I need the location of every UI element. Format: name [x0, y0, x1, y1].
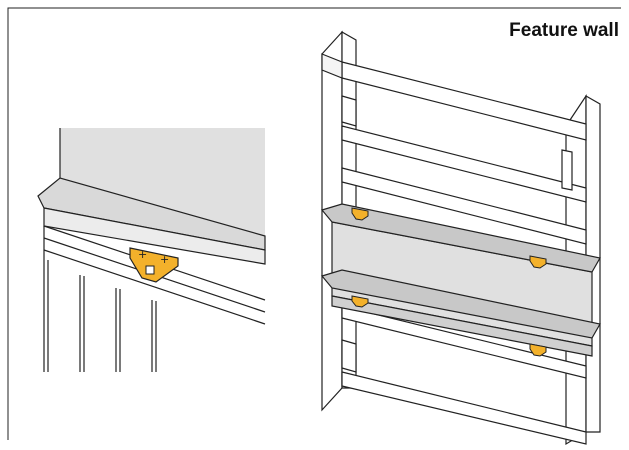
- detail-rail: [43, 207, 266, 265]
- wall-frame: [321, 30, 601, 446]
- bracket-icon: + +: [129, 247, 179, 283]
- bracket-icon: [351, 207, 547, 357]
- feature-panel: [320, 203, 601, 357]
- detail-panel: [60, 128, 265, 236]
- svg-text:+: +: [138, 248, 147, 261]
- detail-view: [37, 128, 266, 372]
- frame-border: [7, 7, 621, 440]
- diagram-title: Feature wall: [509, 20, 619, 41]
- svg-text:+: +: [160, 253, 169, 266]
- detail-ledge: [37, 177, 266, 251]
